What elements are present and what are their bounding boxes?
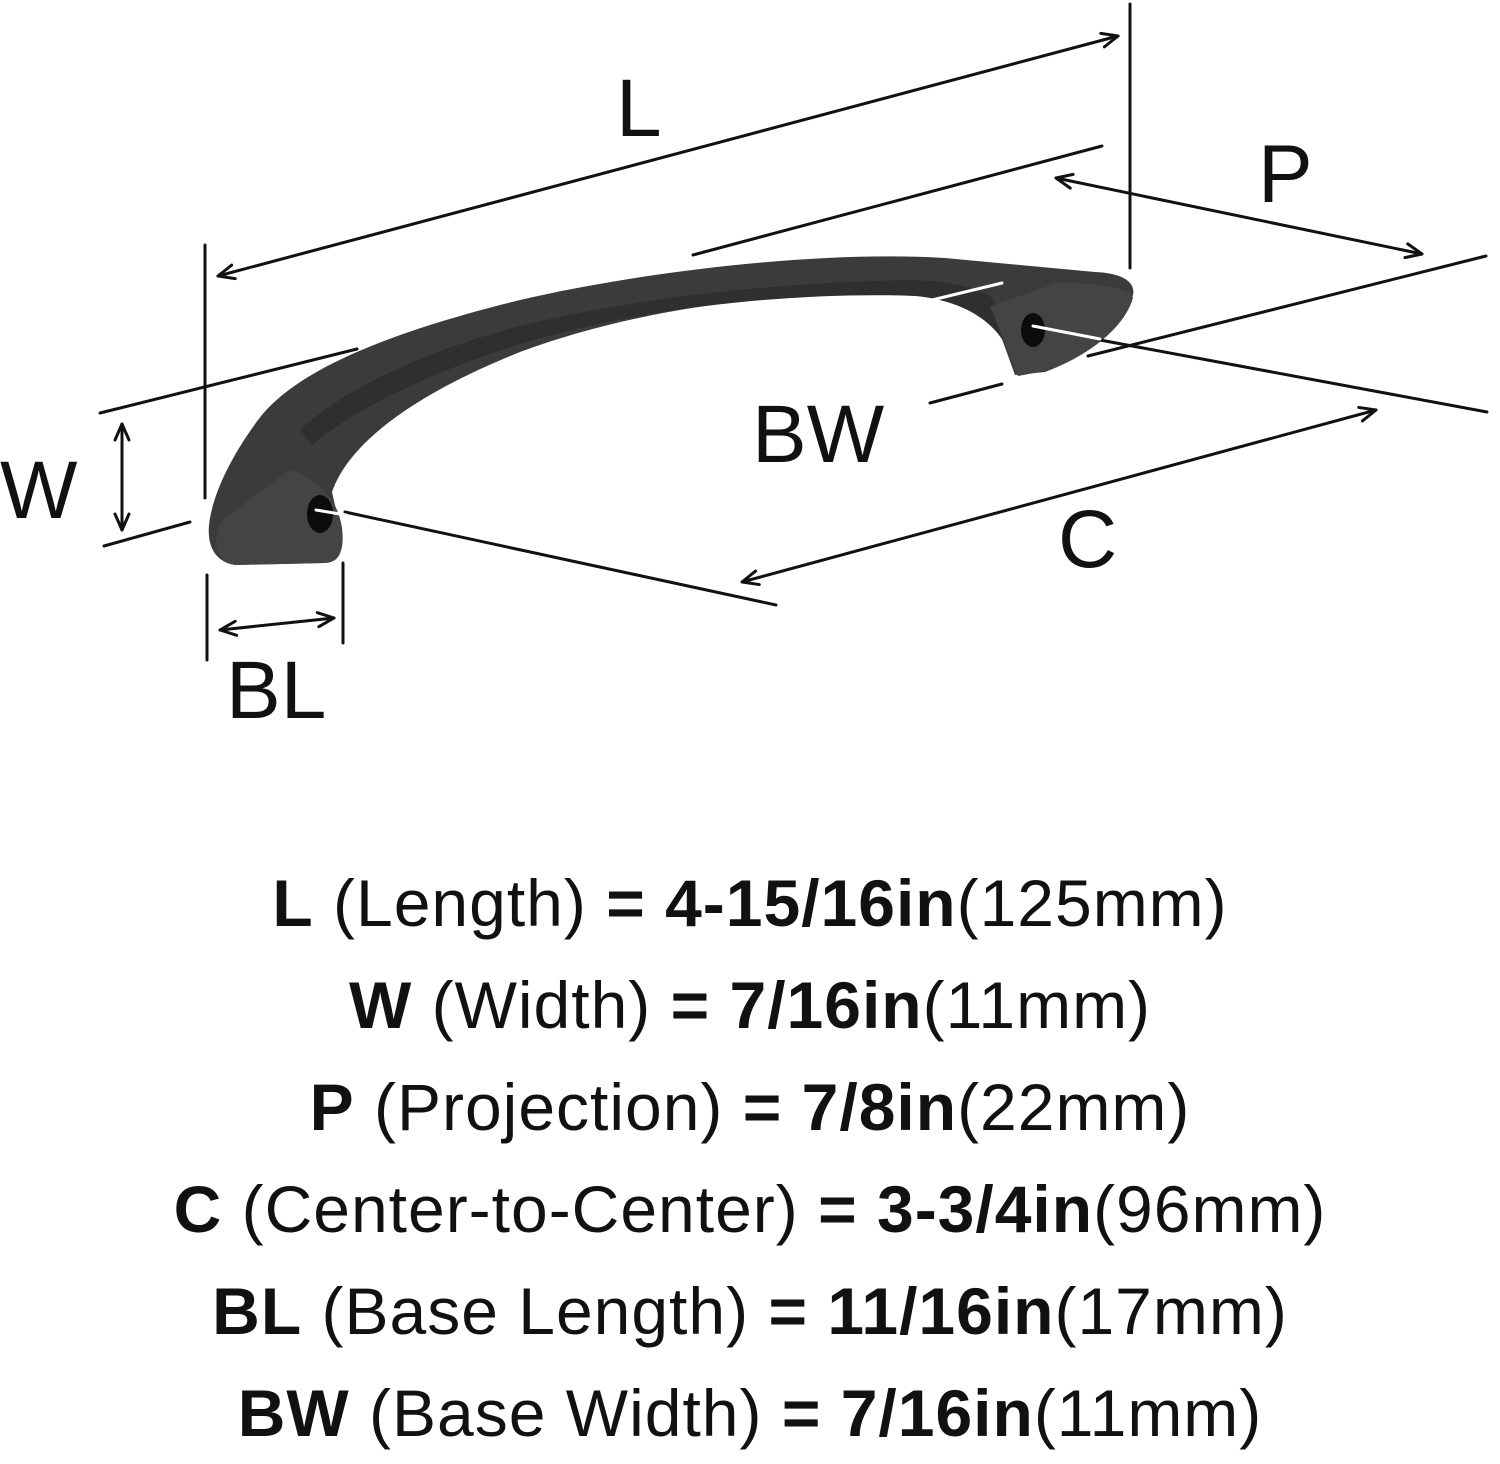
base-width-extension-bottom	[928, 382, 1004, 405]
handle-inner-groove	[300, 280, 1008, 445]
label-L: L	[616, 63, 662, 154]
base-length-dimension-arrow	[218, 611, 336, 637]
spec-code: W	[348, 968, 413, 1042]
label-C: C	[1058, 494, 1117, 585]
spec-row-length: L (Length) = 4-15/16in(125mm)	[0, 852, 1500, 954]
label-BL: BL	[226, 645, 326, 736]
spec-equals: =	[768, 1274, 808, 1348]
label-BW: BW	[752, 389, 885, 480]
spec-row-width: W (Width) = 7/16in(11mm)	[0, 954, 1500, 1056]
center-line-left	[343, 510, 778, 607]
right-base-face	[990, 282, 1133, 376]
spec-metric-value: (125mm)	[956, 866, 1228, 940]
spec-imperial-value: 7/8in	[801, 1070, 958, 1144]
spec-metric-value: (22mm)	[957, 1070, 1191, 1144]
spec-equals: =	[742, 1070, 783, 1144]
spec-name: (Width)	[431, 968, 652, 1042]
label-W: W	[0, 445, 78, 536]
projection-extension-top	[691, 144, 1104, 257]
dimension-lines	[98, 2, 1489, 662]
spec-name: (Projection)	[373, 1070, 724, 1144]
spec-imperial-value: 11/16in	[827, 1274, 1055, 1348]
spec-imperial-value: 7/16in	[729, 968, 923, 1042]
spec-metric-value: (11mm)	[1033, 1376, 1263, 1450]
spec-name: (Length)	[333, 866, 587, 940]
spec-imperial-value: 3-3/4in	[876, 1172, 1094, 1246]
spec-name: (Base Length)	[321, 1274, 750, 1348]
base-width-extension-top	[930, 281, 1004, 302]
spec-name: (Center-to-Center)	[241, 1172, 799, 1246]
spec-row-center-to-center: C (Center-to-Center) = 3-3/4in(96mm)	[0, 1158, 1500, 1260]
left-screw-hole	[307, 495, 333, 533]
spec-row-base-length: BL (Base Length) = 11/16in(17mm)	[0, 1260, 1500, 1362]
spec-equals: =	[781, 1376, 822, 1450]
spec-row-base-width: BW (Base Width) = 7/16in(11mm)	[0, 1362, 1500, 1464]
spec-code: BW	[237, 1376, 350, 1450]
width-extension-bottom	[102, 520, 192, 548]
spec-code: BL	[212, 1274, 303, 1348]
handle-body	[208, 256, 1134, 565]
center-dimension-arrow	[740, 405, 1378, 587]
right-screw-hole	[1021, 313, 1045, 347]
spec-code: L	[272, 866, 314, 940]
projection-extension-bottom	[1086, 254, 1488, 358]
spec-metric-value: (17mm)	[1054, 1274, 1288, 1348]
cabinet-pull-handle	[208, 256, 1134, 565]
center-line-right	[1098, 338, 1489, 414]
white-overlay-lines	[314, 281, 1102, 517]
right-center-line-on-base	[1031, 324, 1102, 341]
left-base-face	[216, 470, 343, 565]
projection-dimension-arrow	[1054, 172, 1424, 260]
spec-imperial-value: 4-15/16in	[665, 866, 957, 940]
spec-row-projection: P (Projection) = 7/8in(22mm)	[0, 1056, 1500, 1158]
left-center-line-on-base	[314, 508, 348, 517]
spec-code: P	[309, 1070, 355, 1144]
cabinet-pull-dimension-diagram: L P W BW C BL	[0, 2, 1489, 736]
spec-equals: =	[606, 866, 646, 940]
spec-name: (Base Width)	[369, 1376, 763, 1450]
dimension-spec-list: L (Length) = 4-15/16in(125mm) W (Width) …	[0, 852, 1500, 1464]
spec-metric-value: (96mm)	[1093, 1172, 1327, 1246]
spec-equals: =	[818, 1172, 858, 1246]
spec-code: C	[173, 1172, 223, 1246]
length-dimension-arrow	[216, 31, 1120, 281]
width-extension-top	[98, 347, 359, 415]
spec-imperial-value: 7/16in	[840, 1376, 1034, 1450]
spec-metric-value: (11mm)	[922, 968, 1152, 1042]
spec-equals: =	[670, 968, 711, 1042]
label-P: P	[1258, 129, 1313, 220]
